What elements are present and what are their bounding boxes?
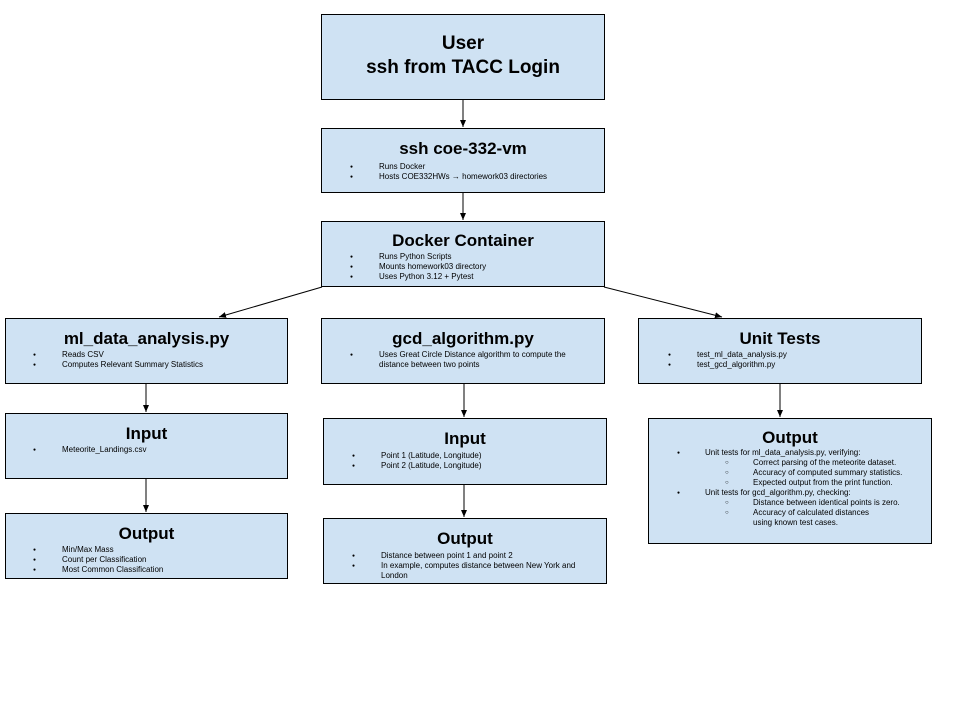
- node-tests-list: test_ml_data_analysis.py test_gcd_algori…: [639, 350, 921, 370]
- node-ml-output-list: Min/Max Mass Count per Classification Mo…: [6, 545, 287, 575]
- list-item: Min/Max Mass: [6, 545, 287, 555]
- list-item: Uses Python 3.12 + Pytest: [322, 272, 604, 282]
- node-gcd-list: Uses Great Circle Distance algorithm to …: [322, 350, 604, 370]
- node-vm: ssh coe-332-vm Runs Docker Hosts COE332H…: [321, 128, 605, 193]
- list-item: test_gcd_algorithm.py: [639, 360, 921, 370]
- node-ml-input-title: Input: [125, 424, 168, 443]
- node-gcd-output-list: Distance between point 1 and point 2 In …: [324, 551, 606, 581]
- node-ml-output: Output Min/Max Mass Count per Classifica…: [5, 513, 288, 579]
- node-gcd-input: Input Point 1 (Latitude, Longitude) Poin…: [323, 418, 607, 485]
- node-gcd-input-list: Point 1 (Latitude, Longitude) Point 2 (L…: [324, 451, 606, 471]
- list-item: Point 1 (Latitude, Longitude): [324, 451, 606, 461]
- list-item: Most Common Classification: [6, 565, 287, 575]
- list-subitem: Accuracy of computed summary statistics.: [649, 468, 931, 478]
- list-subitem: Correct parsing of the meteorite dataset…: [649, 458, 931, 468]
- list-item: Count per Classification: [6, 555, 287, 565]
- node-gcd-algorithm: gcd_algorithm.py Uses Great Circle Dista…: [321, 318, 605, 384]
- node-user-title-line1: User: [441, 33, 485, 54]
- list-item: Point 2 (Latitude, Longitude): [324, 461, 606, 471]
- node-user-title: User ssh from TACC Login: [322, 32, 604, 80]
- list-item: Computes Relevant Summary Statistics: [6, 360, 287, 370]
- node-tests-output-list: Unit tests for ml_data_analysis.py, veri…: [649, 448, 931, 528]
- node-vm-title: ssh coe-332-vm: [399, 139, 527, 158]
- list-item: Unit tests for gcd_algorithm.py, checkin…: [649, 488, 931, 498]
- list-item: Hosts COE332HWs → homework03 directories: [322, 172, 604, 182]
- list-item: test_ml_data_analysis.py: [639, 350, 921, 360]
- node-ml-input-list: Meteorite_Landings.csv: [6, 445, 287, 455]
- node-unit-tests: Unit Tests test_ml_data_analysis.py test…: [638, 318, 922, 384]
- list-item: Unit tests for ml_data_analysis.py, veri…: [649, 448, 931, 458]
- list-subitem: Accuracy of calculated distances using k…: [649, 508, 931, 528]
- node-tests-output-title: Output: [762, 428, 818, 447]
- node-tests-title: Unit Tests: [739, 329, 821, 348]
- node-ml-data-analysis: ml_data_analysis.py Reads CSV Computes R…: [5, 318, 288, 384]
- node-tests-output: Output Unit tests for ml_data_analysis.p…: [648, 418, 932, 544]
- list-item: Reads CSV: [6, 350, 287, 360]
- list-item: Distance between point 1 and point 2: [324, 551, 582, 561]
- node-gcd-output-title: Output: [437, 529, 493, 548]
- node-ml-output-title: Output: [118, 524, 175, 543]
- list-item: Uses Great Circle Distance algorithm to …: [322, 350, 580, 370]
- node-gcd-title: gcd_algorithm.py: [392, 329, 534, 348]
- arrow-docker-to-ml: [218, 286, 323, 318]
- list-subitem: Distance between identical points is zer…: [649, 498, 931, 508]
- node-gcd-output: Output Distance between point 1 and poin…: [323, 518, 607, 584]
- arrow-docker-to-tests: [603, 286, 723, 319]
- node-ml-list: Reads CSV Computes Relevant Summary Stat…: [6, 350, 287, 370]
- node-user: User ssh from TACC Login: [321, 14, 605, 100]
- node-vm-list: Runs Docker Hosts COE332HWs → homework03…: [322, 162, 604, 182]
- list-item: Mounts homework03 directory: [322, 262, 604, 272]
- node-docker-title: Docker Container: [392, 231, 534, 250]
- node-user-title-line2: ssh from TACC Login: [366, 57, 560, 78]
- node-gcd-input-title: Input: [444, 429, 486, 448]
- list-item: Runs Docker: [322, 162, 604, 172]
- list-item: Meteorite_Landings.csv: [6, 445, 287, 455]
- node-docker: Docker Container Runs Python Scripts Mou…: [321, 221, 605, 287]
- node-ml-title: ml_data_analysis.py: [63, 329, 230, 348]
- list-item: Runs Python Scripts: [322, 252, 604, 262]
- list-subitem: Expected output from the print function.: [649, 478, 931, 488]
- node-ml-input: Input Meteorite_Landings.csv: [5, 413, 288, 479]
- node-docker-list: Runs Python Scripts Mounts homework03 di…: [322, 252, 604, 282]
- list-item: In example, computes distance between Ne…: [324, 561, 582, 581]
